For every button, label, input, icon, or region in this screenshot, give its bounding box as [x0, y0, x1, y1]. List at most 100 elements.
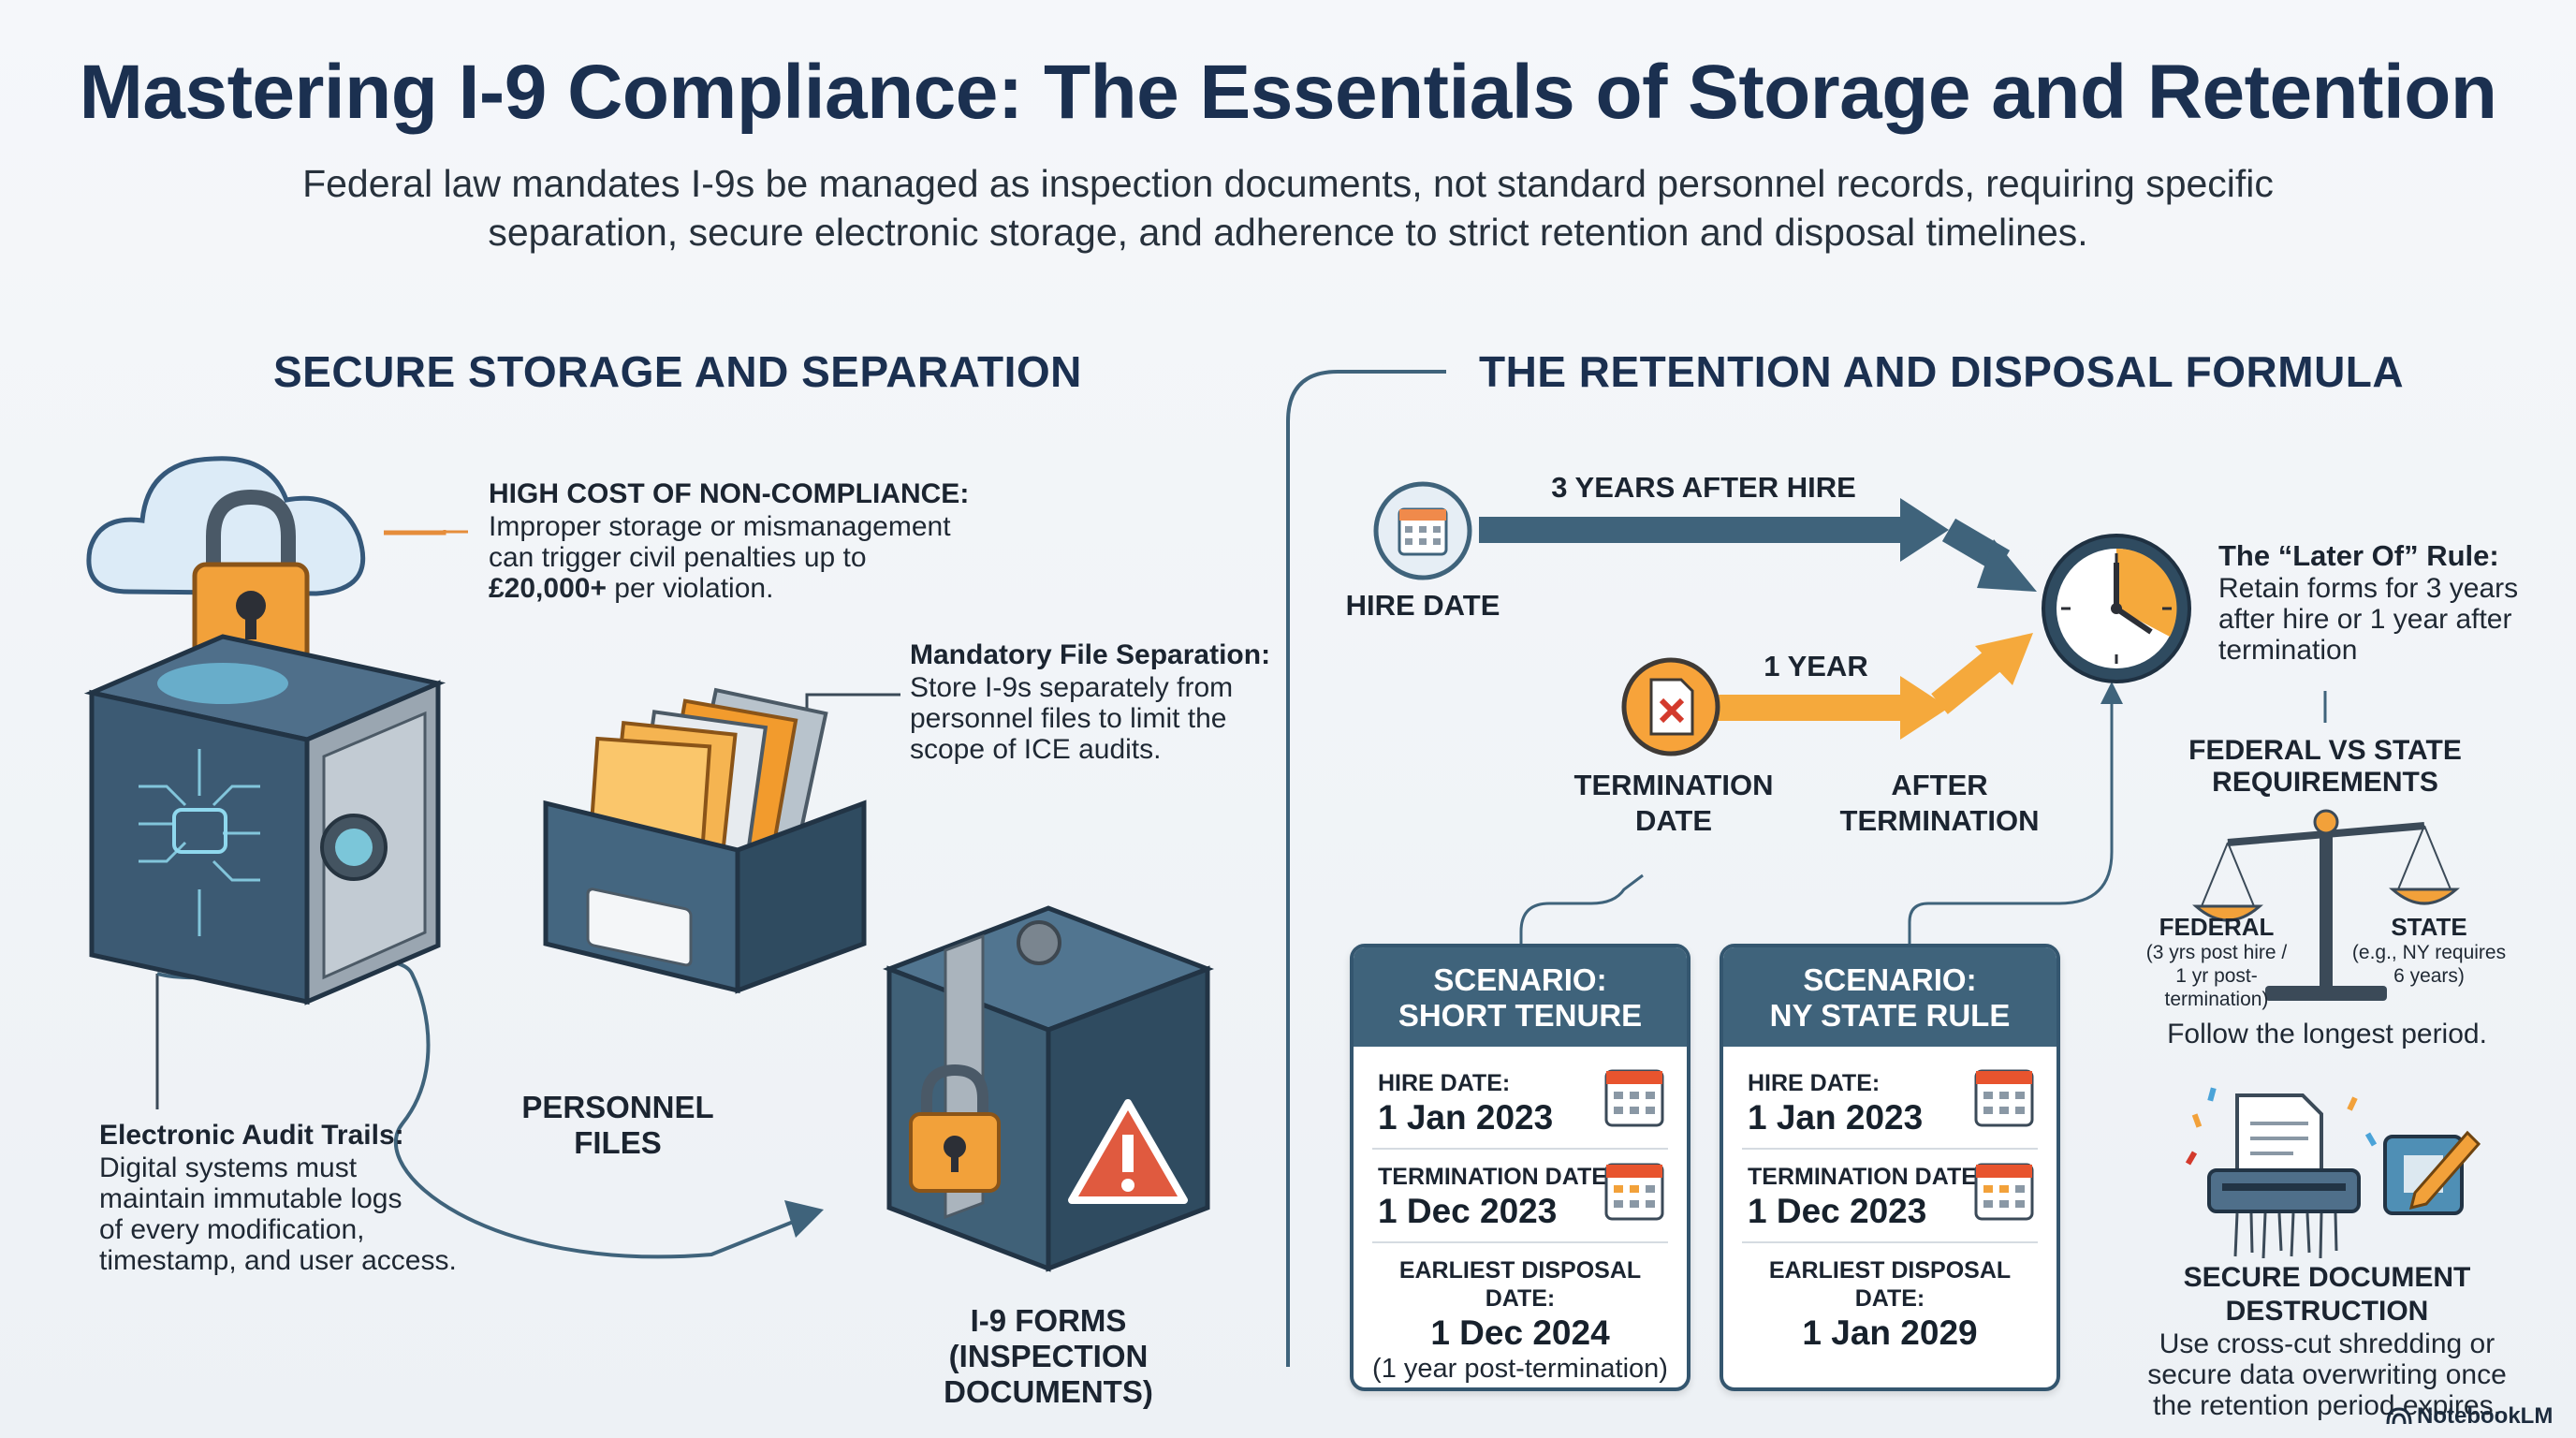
- federal-note-line1: (3 yrs post hire /: [2145, 942, 2288, 963]
- calendar-icon: [1604, 1069, 1664, 1127]
- personnel-label-line2: FILES: [574, 1125, 662, 1160]
- federal-note-line2: 1 yr post-: [2175, 965, 2258, 987]
- i9-label-line1: I-9 FORMS: [970, 1303, 1127, 1338]
- section-heading-storage: SECURE STORAGE AND SEPARATION: [273, 347, 1082, 396]
- scenario-term-label: TERMINATION DATE:: [1378, 1164, 1616, 1190]
- scenario-card-short-tenure: SCENARIO: SHORT TENURE HIRE DATE: 1 Jan …: [1350, 944, 1690, 1391]
- calendar-icon: [1974, 1163, 2034, 1221]
- calendar-icon: [1373, 481, 1472, 580]
- audit-line1: Digital systems must: [99, 1152, 358, 1183]
- page-title: Mastering I-9 Compliance: The Essentials…: [79, 50, 2497, 135]
- scenario-hire-value: 1 Jan 2023: [1748, 1098, 1924, 1137]
- scenario-title-line1: SCENARIO:: [1433, 962, 1607, 997]
- document-x-icon: [1621, 657, 1720, 756]
- noncompliance-heading: HIGH COST OF NON-COMPLIANCE:: [489, 478, 970, 509]
- hire-date-label: HIRE DATE: [1345, 589, 1500, 622]
- warning-icon: [1068, 1099, 1188, 1204]
- destruction-heading: SECURE DOCUMENT DESTRUCTION: [2183, 1262, 2471, 1327]
- scenario-disposal-note: (1 year post-termination): [1372, 1354, 1668, 1384]
- later-of-heading: The “Later Of” Rule:: [2218, 539, 2499, 572]
- notebooklm-logo-icon: [2386, 1407, 2412, 1425]
- scenario-term-value: 1 Dec 2023: [1378, 1192, 1558, 1230]
- separation-line3: scope of ICE audits.: [910, 734, 1162, 765]
- state-note-line1: (e.g., NY requires: [2351, 942, 2507, 963]
- fed-state-heading-line1: FEDERAL VS STATE: [2188, 735, 2462, 766]
- fed-state-footer: Follow the longest period.: [2167, 1019, 2487, 1049]
- branding-text: NotebookLM: [2417, 1403, 2554, 1429]
- federal-requirement: FEDERAL (3 yrs post hire / 1 yr post- te…: [2132, 913, 2301, 1011]
- destruction-line2: secure data overwriting once: [2147, 1359, 2507, 1390]
- scenario-disposal-label: EARLIEST DISPOSAL DATE:: [1398, 1257, 1642, 1312]
- destruction-line3: the retention period expires.: [2153, 1390, 2501, 1421]
- later-of-rule: The “Later Of” Rule: Retain forms for 3 …: [2218, 539, 2537, 666]
- scenario-term-row: TERMINATION DATE: 1 Dec 2023: [1723, 1150, 2056, 1232]
- later-of-line1: Retain forms for 3 years: [2218, 573, 2519, 604]
- scenario-hire-row: HIRE DATE: 1 Jan 2023: [1723, 1047, 2056, 1138]
- scenario-hire-label: HIRE DATE:: [1378, 1070, 1511, 1096]
- separation-callout: Mandatory File Separation: Store I-9s se…: [910, 638, 1322, 765]
- scenario-title-line1: SCENARIO:: [1803, 962, 1977, 997]
- separation-line1: Store I-9s separately from: [910, 672, 1234, 703]
- scenario-card-ny-state: SCENARIO: NY STATE RULE HIRE DATE: 1 Jan…: [1720, 944, 2060, 1391]
- pencil-icon: [2383, 1130, 2481, 1215]
- arrow-top-label: 3 YEARS AFTER HIRE: [1551, 471, 1856, 504]
- scenario-disposal-value: 1 Dec 2024: [1430, 1313, 1610, 1352]
- penalty-amount: £20,000+: [489, 573, 607, 604]
- file-box-icon: [543, 687, 867, 994]
- calendar-icon: [1974, 1069, 2034, 1127]
- calendar-icon: [1604, 1163, 1664, 1221]
- noncompliance-callout: HIGH COST OF NON-COMPLIANCE: Improper st…: [489, 477, 1013, 604]
- state-requirement: STATE (e.g., NY requires 6 years): [2340, 913, 2518, 988]
- scenario-hire-label: HIRE DATE:: [1748, 1070, 1881, 1096]
- destruction-line1: Use cross-cut shredding or: [2159, 1328, 2496, 1359]
- separation-heading: Mandatory File Separation:: [910, 639, 1271, 670]
- fed-state-heading: FEDERAL VS STATE REQUIREMENTS: [2175, 735, 2475, 799]
- scenario-disposal-row: EARLIEST DISPOSAL DATE: 1 Dec 2024 (1 ye…: [1354, 1243, 1687, 1385]
- audit-line4: timestamp, and user access.: [99, 1245, 457, 1276]
- clock-icon: [2042, 534, 2191, 683]
- padlock-icon: [909, 1064, 1001, 1193]
- personnel-files-label: PERSONNEL FILES: [487, 1090, 749, 1161]
- scenario-hire-value: 1 Jan 2023: [1378, 1098, 1554, 1137]
- later-of-line2: after hire or 1 year after: [2218, 604, 2512, 635]
- branding: NotebookLM: [2385, 1401, 2572, 1432]
- scenario-disposal-label: EARLIEST DISPOSAL DATE:: [1768, 1257, 2012, 1312]
- scenario-term-value: 1 Dec 2023: [1748, 1192, 1927, 1230]
- scenario-card-header: SCENARIO: NY STATE RULE: [1723, 947, 2056, 1047]
- scenario-term-label: TERMINATION DATE:: [1748, 1164, 1985, 1190]
- state-label: STATE: [2391, 913, 2467, 941]
- fed-state-heading-line2: REQUIREMENTS: [2212, 767, 2438, 798]
- state-note-line2: 6 years): [2393, 965, 2465, 987]
- i9-forms-label: I-9 FORMS (INSPECTION DOCUMENTS): [842, 1303, 1254, 1410]
- audit-callout: Electronic Audit Trails: Digital systems…: [99, 1119, 492, 1276]
- separation-line2: personnel files to limit the: [910, 703, 1227, 734]
- after-termination-label: AFTER TERMINATION: [1839, 769, 2040, 837]
- shredder-icon: [2185, 1087, 2378, 1259]
- termination-date-label: TERMINATION DATE: [1561, 768, 1786, 839]
- scenario-hire-row: HIRE DATE: 1 Jan 2023: [1354, 1047, 1687, 1138]
- page-subtitle: Federal law mandates I-9s be managed as …: [302, 162, 2274, 254]
- section-heading-retention: THE RETENTION AND DISPOSAL FORMULA: [1479, 347, 2405, 396]
- termination-label-line2: DATE: [1634, 804, 1713, 837]
- scenario-disposal-value: 1 Jan 2029: [1802, 1313, 1978, 1352]
- scenario-term-row: TERMINATION DATE: 1 Dec 2023: [1354, 1150, 1687, 1232]
- audit-line2: maintain immutable logs: [99, 1183, 402, 1214]
- scenario-title-line2: SHORT TENURE: [1398, 998, 1643, 1033]
- federal-label: FEDERAL: [2159, 913, 2275, 941]
- audit-heading: Electronic Audit Trails:: [99, 1120, 404, 1151]
- i9-label-line2: (INSPECTION DOCUMENTS): [944, 1339, 1153, 1409]
- termination-label-line1: TERMINATION: [1573, 769, 1774, 801]
- noncompliance-line2: can trigger civil penalties up to: [489, 542, 867, 573]
- scales-icon: [2192, 809, 2460, 1001]
- arrow-bottom-label: 1 YEAR: [1764, 650, 1868, 682]
- scenario-title-line2: NY STATE RULE: [1769, 998, 2011, 1033]
- destruction-block: SECURE DOCUMENT DESTRUCTION Use cross-cu…: [2093, 1261, 2561, 1421]
- audit-line3: of every modification,: [99, 1214, 365, 1245]
- scenario-disposal-row: EARLIEST DISPOSAL DATE: 1 Jan 2029: [1723, 1243, 2056, 1354]
- federal-note-line3: termination): [2164, 989, 2269, 1010]
- safe-icon: [83, 634, 446, 1005]
- later-of-line3: termination: [2218, 635, 2358, 666]
- scenario-card-header: SCENARIO: SHORT TENURE: [1354, 947, 1687, 1047]
